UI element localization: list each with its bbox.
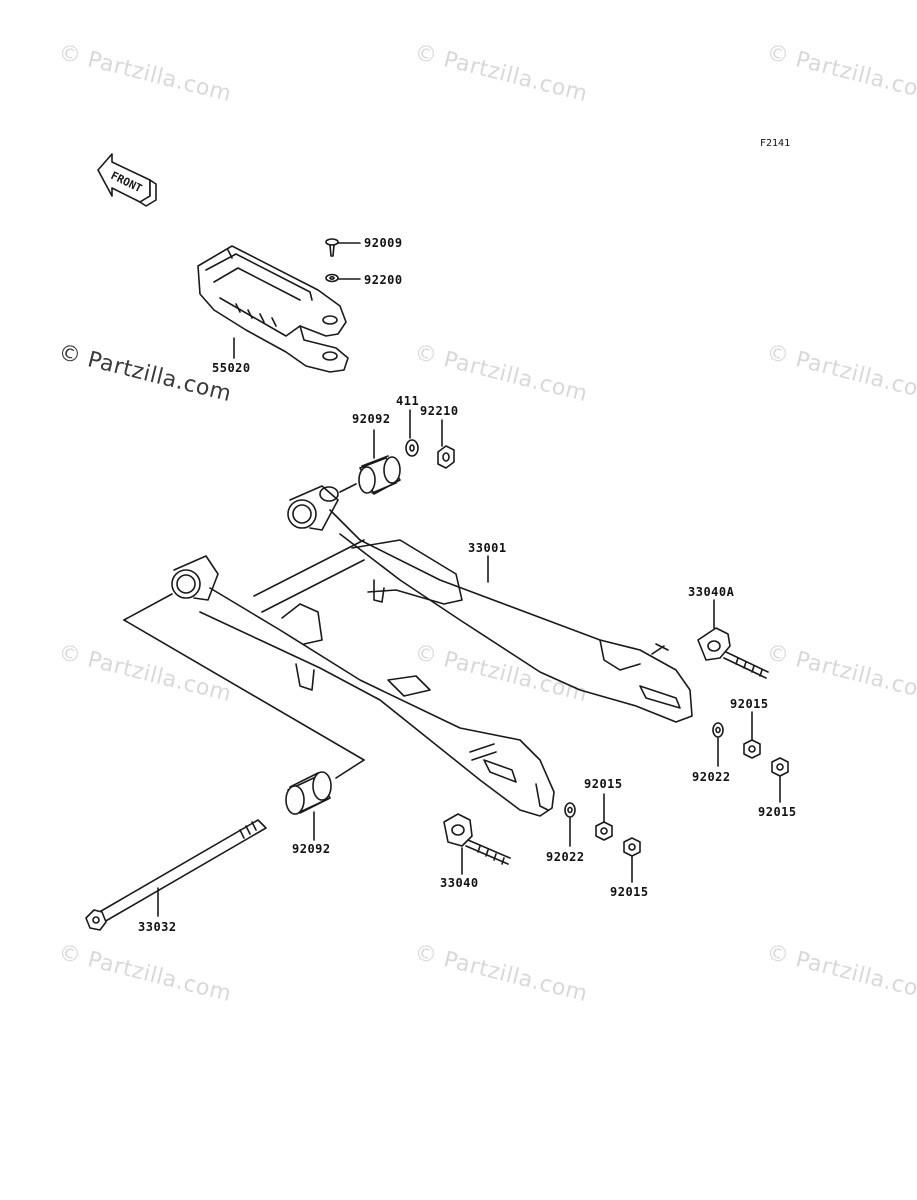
swing-arm [171, 485, 693, 817]
washer-icon [325, 273, 361, 283]
part-label-33032[interactable]: 33032 [138, 920, 177, 934]
part-label-92210[interactable]: 92210 [420, 404, 459, 418]
screw-icon [325, 238, 361, 257]
part-label-92009[interactable]: 92009 [364, 236, 403, 250]
nut-icon [623, 837, 641, 883]
chain-adjuster-icon [443, 813, 511, 875]
part-label-92015-d[interactable]: 92015 [610, 885, 649, 899]
nut-icon [743, 711, 761, 759]
front-arrow-icon: FRONT [97, 153, 157, 207]
part-label-33040A[interactable]: 33040A [688, 585, 735, 599]
nut-icon [771, 757, 789, 803]
part-label-92015-b[interactable]: 92015 [758, 805, 797, 819]
part-label-92092-bottom[interactable]: 92092 [292, 842, 331, 856]
washer-icon [405, 409, 419, 457]
washer-icon [564, 802, 576, 847]
nut-icon [595, 793, 613, 841]
part-label-92022-b[interactable]: 92022 [546, 850, 585, 864]
nut-icon [437, 419, 455, 469]
collar-icon [285, 771, 332, 841]
part-label-55020[interactable]: 55020 [212, 361, 251, 375]
figure-code: F2141 [760, 138, 791, 149]
reference-line [123, 593, 365, 779]
part-label-33040[interactable]: 33040 [440, 876, 479, 890]
chain-adjuster-icon [697, 599, 769, 679]
part-label-92200[interactable]: 92200 [364, 273, 403, 287]
part-label-92015-a[interactable]: 92015 [730, 697, 769, 711]
part-label-92022-a[interactable]: 92022 [692, 770, 731, 784]
pivot-shaft-icon [85, 819, 267, 931]
part-label-33001[interactable]: 33001 [468, 541, 507, 555]
washer-icon [712, 722, 724, 767]
part-label-92092-top[interactable]: 92092 [352, 412, 391, 426]
part-label-411[interactable]: 411 [396, 394, 420, 408]
chain-guide [197, 245, 349, 373]
part-label-92015-c[interactable]: 92015 [584, 777, 623, 791]
collar-icon [339, 429, 401, 495]
